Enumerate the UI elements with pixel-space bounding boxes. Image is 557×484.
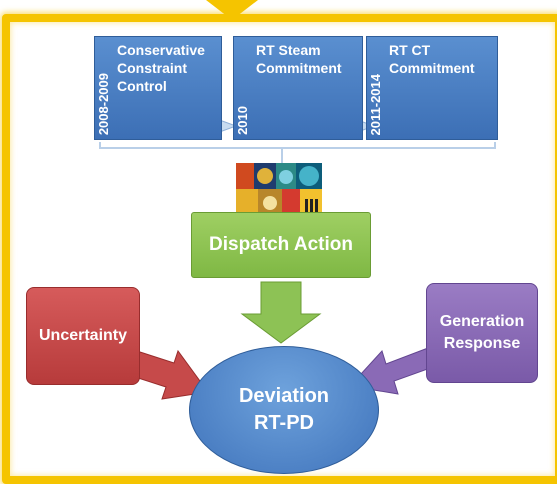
uncertainty-box: Uncertainty xyxy=(26,287,140,385)
timeline-year-2011-2014: 2011-2014 xyxy=(368,73,383,135)
timeline-label-rt-steam-commitment: RT Steam Commitment xyxy=(256,42,342,76)
timeline-bracket xyxy=(99,142,496,164)
timeline-label-conservative-constraint-control: Conservative Constraint Control xyxy=(117,42,205,94)
timeline-box-rt-ct-commitment: 2011-2014 RT CT Commitment xyxy=(366,36,498,140)
dispatch-action-box: Dispatch Action xyxy=(191,212,371,278)
dispatch-arrow xyxy=(240,281,322,344)
timeline-year-2008-2009: 2008-2009 xyxy=(96,72,111,135)
dispatch-collage-image xyxy=(236,163,322,217)
frame-pointer-notch xyxy=(206,0,258,20)
deviation-ellipse: Deviation RT-PD xyxy=(189,346,379,474)
generation-response-box: Generation Response xyxy=(426,283,538,383)
collage-graphic xyxy=(236,163,322,217)
timeline-year-2010: 2010 xyxy=(235,106,250,135)
timeline-label-rt-ct-commitment: RT CT Commitment xyxy=(389,42,475,76)
timeline-box-rt-steam-commitment: 2010 RT Steam Commitment xyxy=(233,36,363,140)
timeline-box-conservative-constraint-control: 2008-2009 Conservative Constraint Contro… xyxy=(94,36,222,140)
